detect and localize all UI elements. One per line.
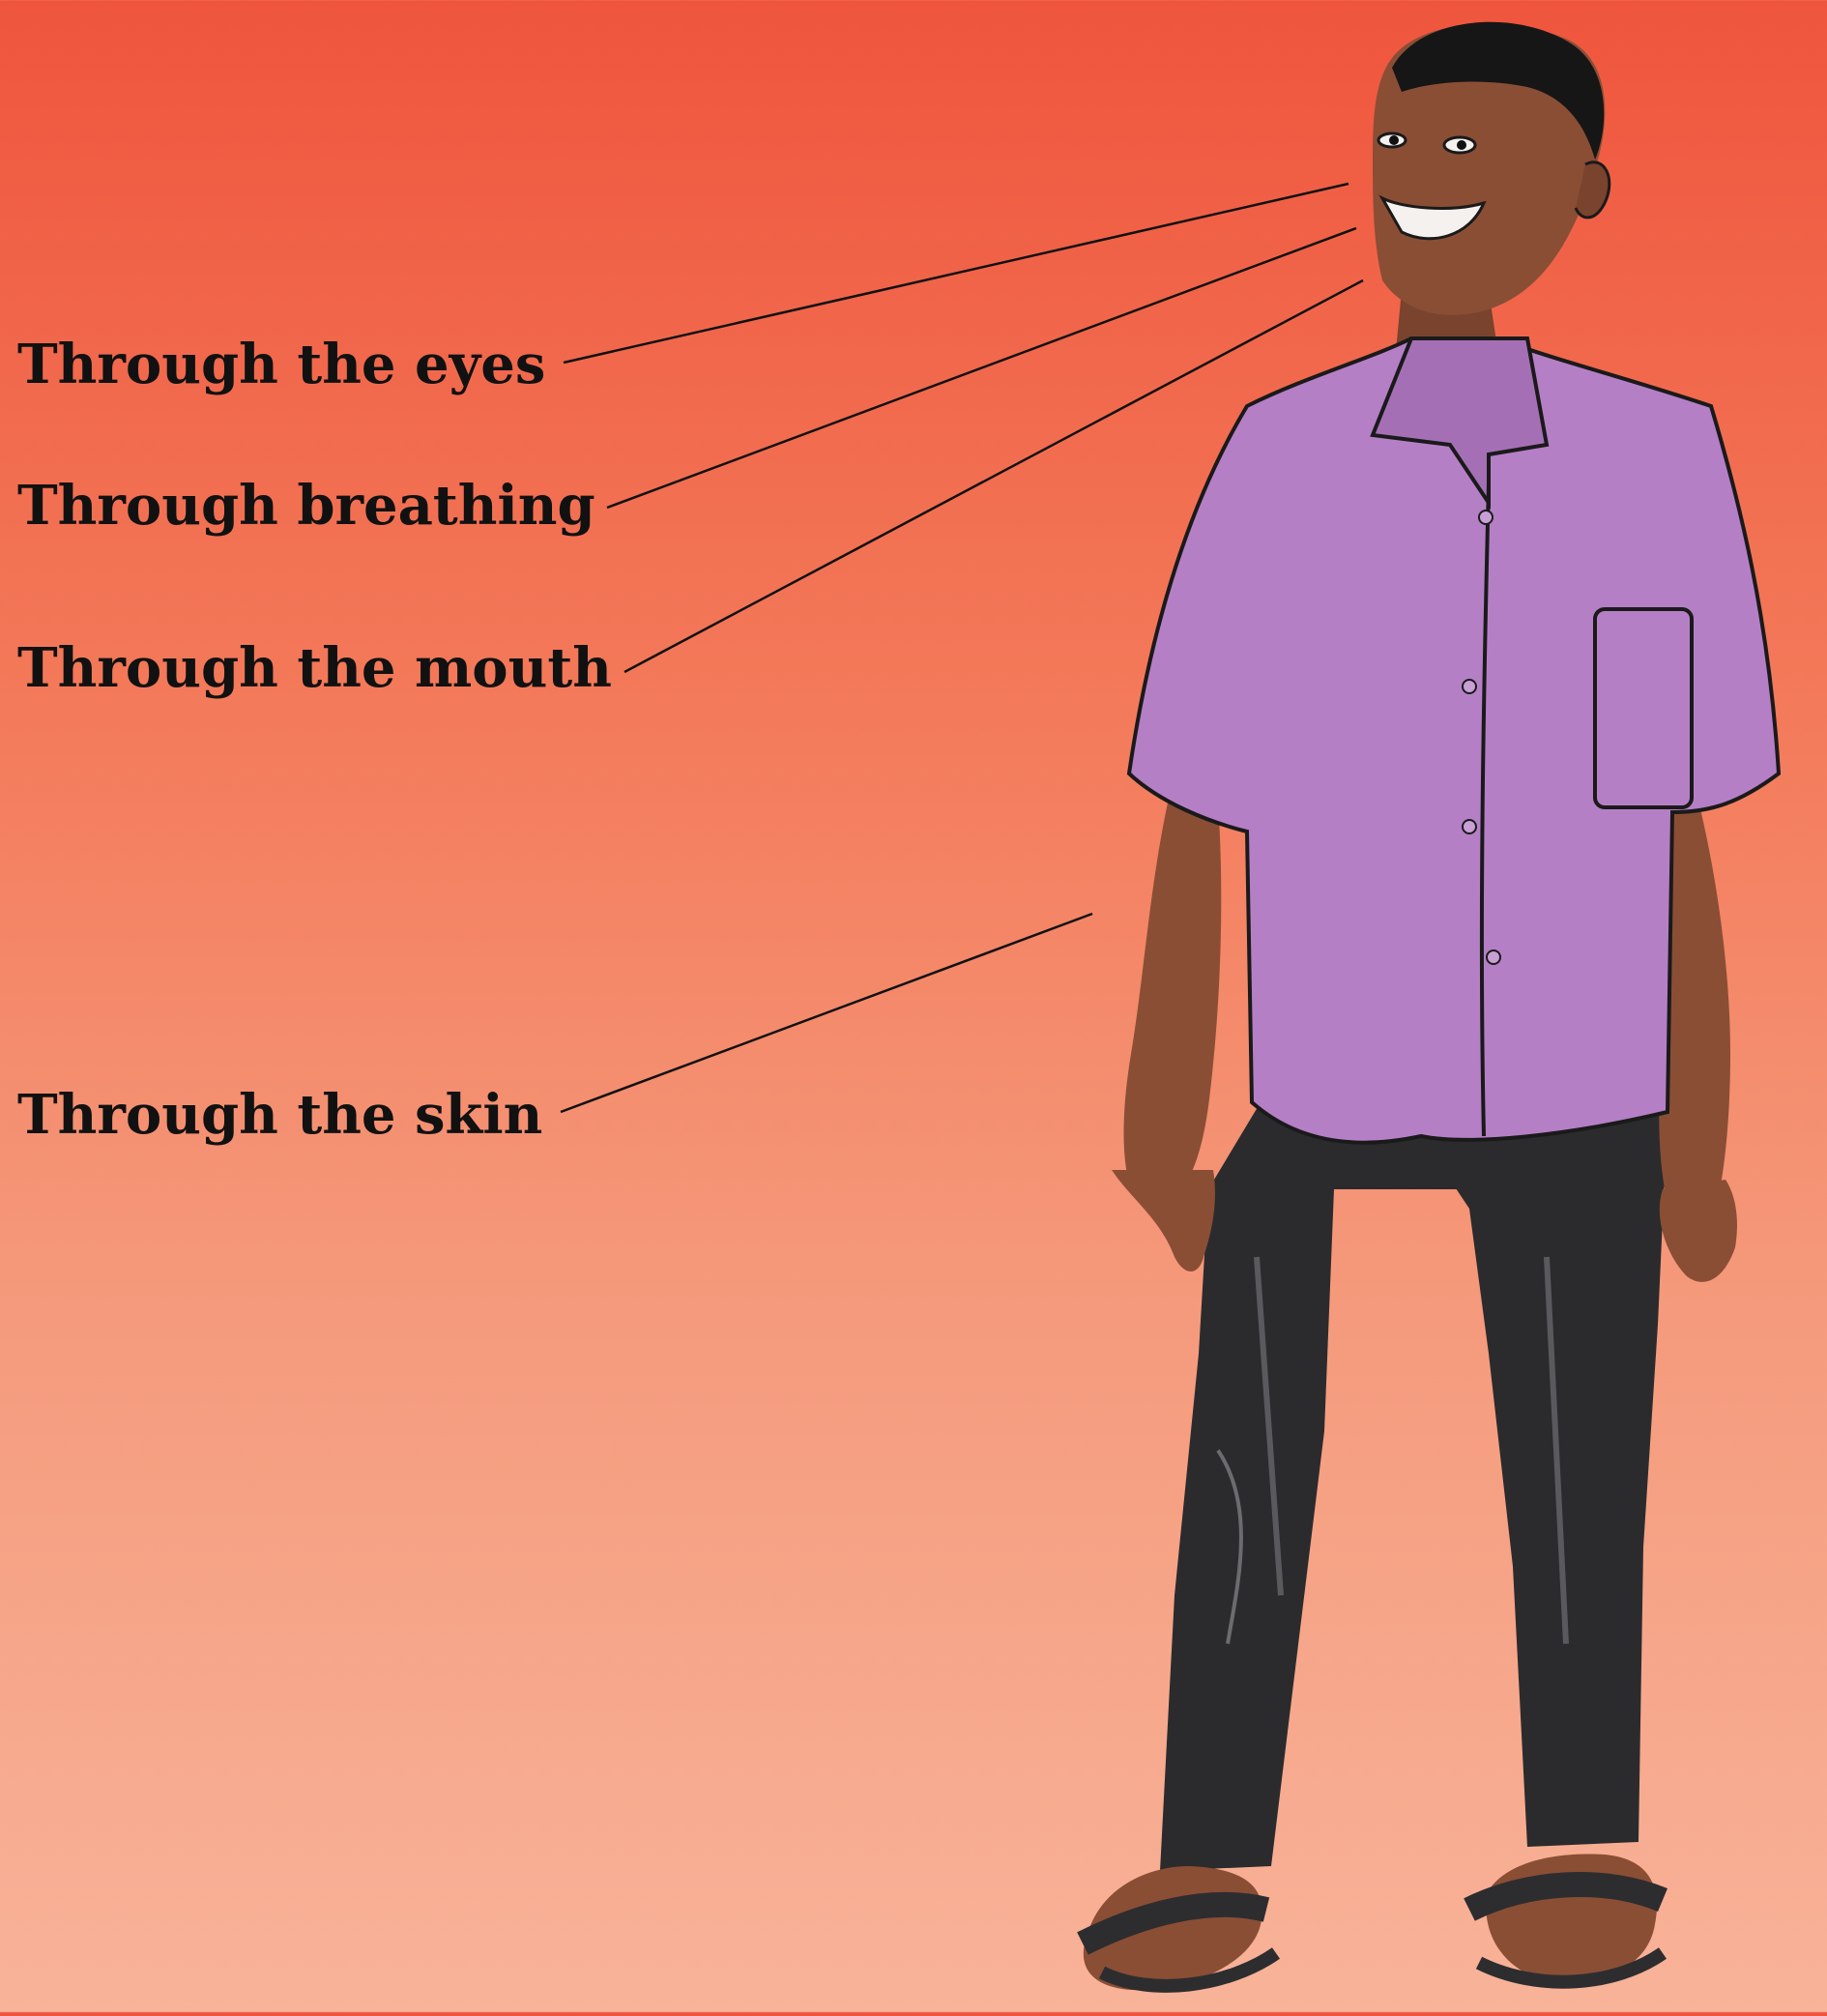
label-through-the-eyes: Through the eyes bbox=[17, 333, 545, 396]
head bbox=[1373, 22, 1610, 315]
label-through-the-skin: Through the skin bbox=[17, 1083, 542, 1147]
feet bbox=[1083, 1854, 1663, 1990]
label-through-the-mouth: Through the mouth bbox=[17, 636, 612, 700]
trousers bbox=[1160, 1093, 1668, 1871]
label-through-breathing: Through breathing bbox=[17, 474, 595, 538]
leader-line-skin bbox=[561, 914, 1092, 1112]
leader-line-eyes bbox=[564, 184, 1348, 363]
